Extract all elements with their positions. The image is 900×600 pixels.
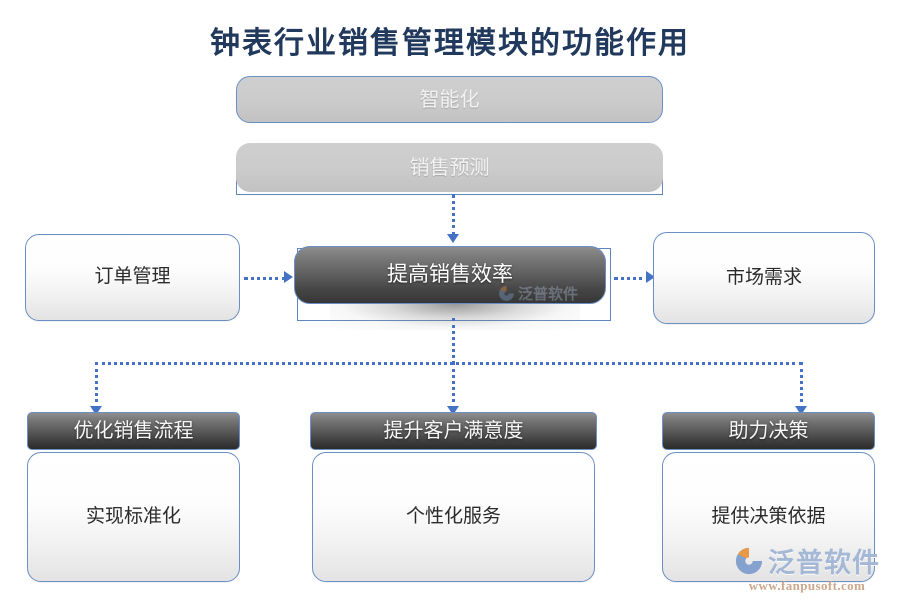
branch-2-header-label: 提升客户满意度 <box>383 420 524 442</box>
branch-3-body[interactable]: 提供决策依据 <box>662 452 875 582</box>
branch-1-header[interactable]: 优化销售流程 <box>27 412 240 450</box>
node-market-demand-label: 市场需求 <box>725 266 802 288</box>
node-core-goal[interactable]: 提高销售效率 <box>294 246 606 304</box>
node-intelligent[interactable]: 智能化 <box>236 76 663 123</box>
node-sales-forecast[interactable]: 销售预测 <box>236 143 663 192</box>
connector-branch-bus <box>95 362 802 365</box>
connector-forecast-to-core <box>452 194 455 236</box>
arrow-branch-1 <box>90 406 102 415</box>
node-core-goal-label: 提高销售效率 <box>387 262 513 287</box>
branch-1-header-label: 优化销售流程 <box>73 420 194 442</box>
connector-core-trunk <box>452 318 455 364</box>
arrow-branch-3 <box>795 406 807 415</box>
branch-3-header-label: 助力决策 <box>728 420 809 442</box>
branch-2-body[interactable]: 个性化服务 <box>312 452 595 582</box>
connector-branch-1 <box>95 362 98 409</box>
node-intelligent-label: 智能化 <box>419 88 480 111</box>
branch-3-header[interactable]: 助力决策 <box>662 412 875 450</box>
node-sales-forecast-label: 销售预测 <box>409 156 490 179</box>
connector-order-to-core <box>244 277 286 280</box>
arrow-forecast-to-core <box>447 234 459 243</box>
branch-2-header[interactable]: 提升客户满意度 <box>310 412 597 450</box>
connector-core-to-demand <box>614 277 650 280</box>
node-order-management[interactable]: 订单管理 <box>25 234 240 321</box>
node-order-management-label: 订单管理 <box>94 266 171 288</box>
branch-3-body-label: 提供决策依据 <box>711 505 826 527</box>
page-title: 钟表行业销售管理模块的功能作用 <box>210 27 690 60</box>
branch-2-body-label: 个性化服务 <box>405 505 501 527</box>
connector-branch-2 <box>452 362 455 409</box>
arrow-order-to-core <box>284 271 293 283</box>
node-market-demand[interactable]: 市场需求 <box>653 232 875 324</box>
arrow-branch-2 <box>447 406 459 415</box>
branch-1-body-label: 实现标准化 <box>85 505 181 527</box>
branch-1-body[interactable]: 实现标准化 <box>27 452 240 582</box>
connector-branch-3 <box>800 362 803 409</box>
arrow-core-to-demand <box>646 271 655 283</box>
